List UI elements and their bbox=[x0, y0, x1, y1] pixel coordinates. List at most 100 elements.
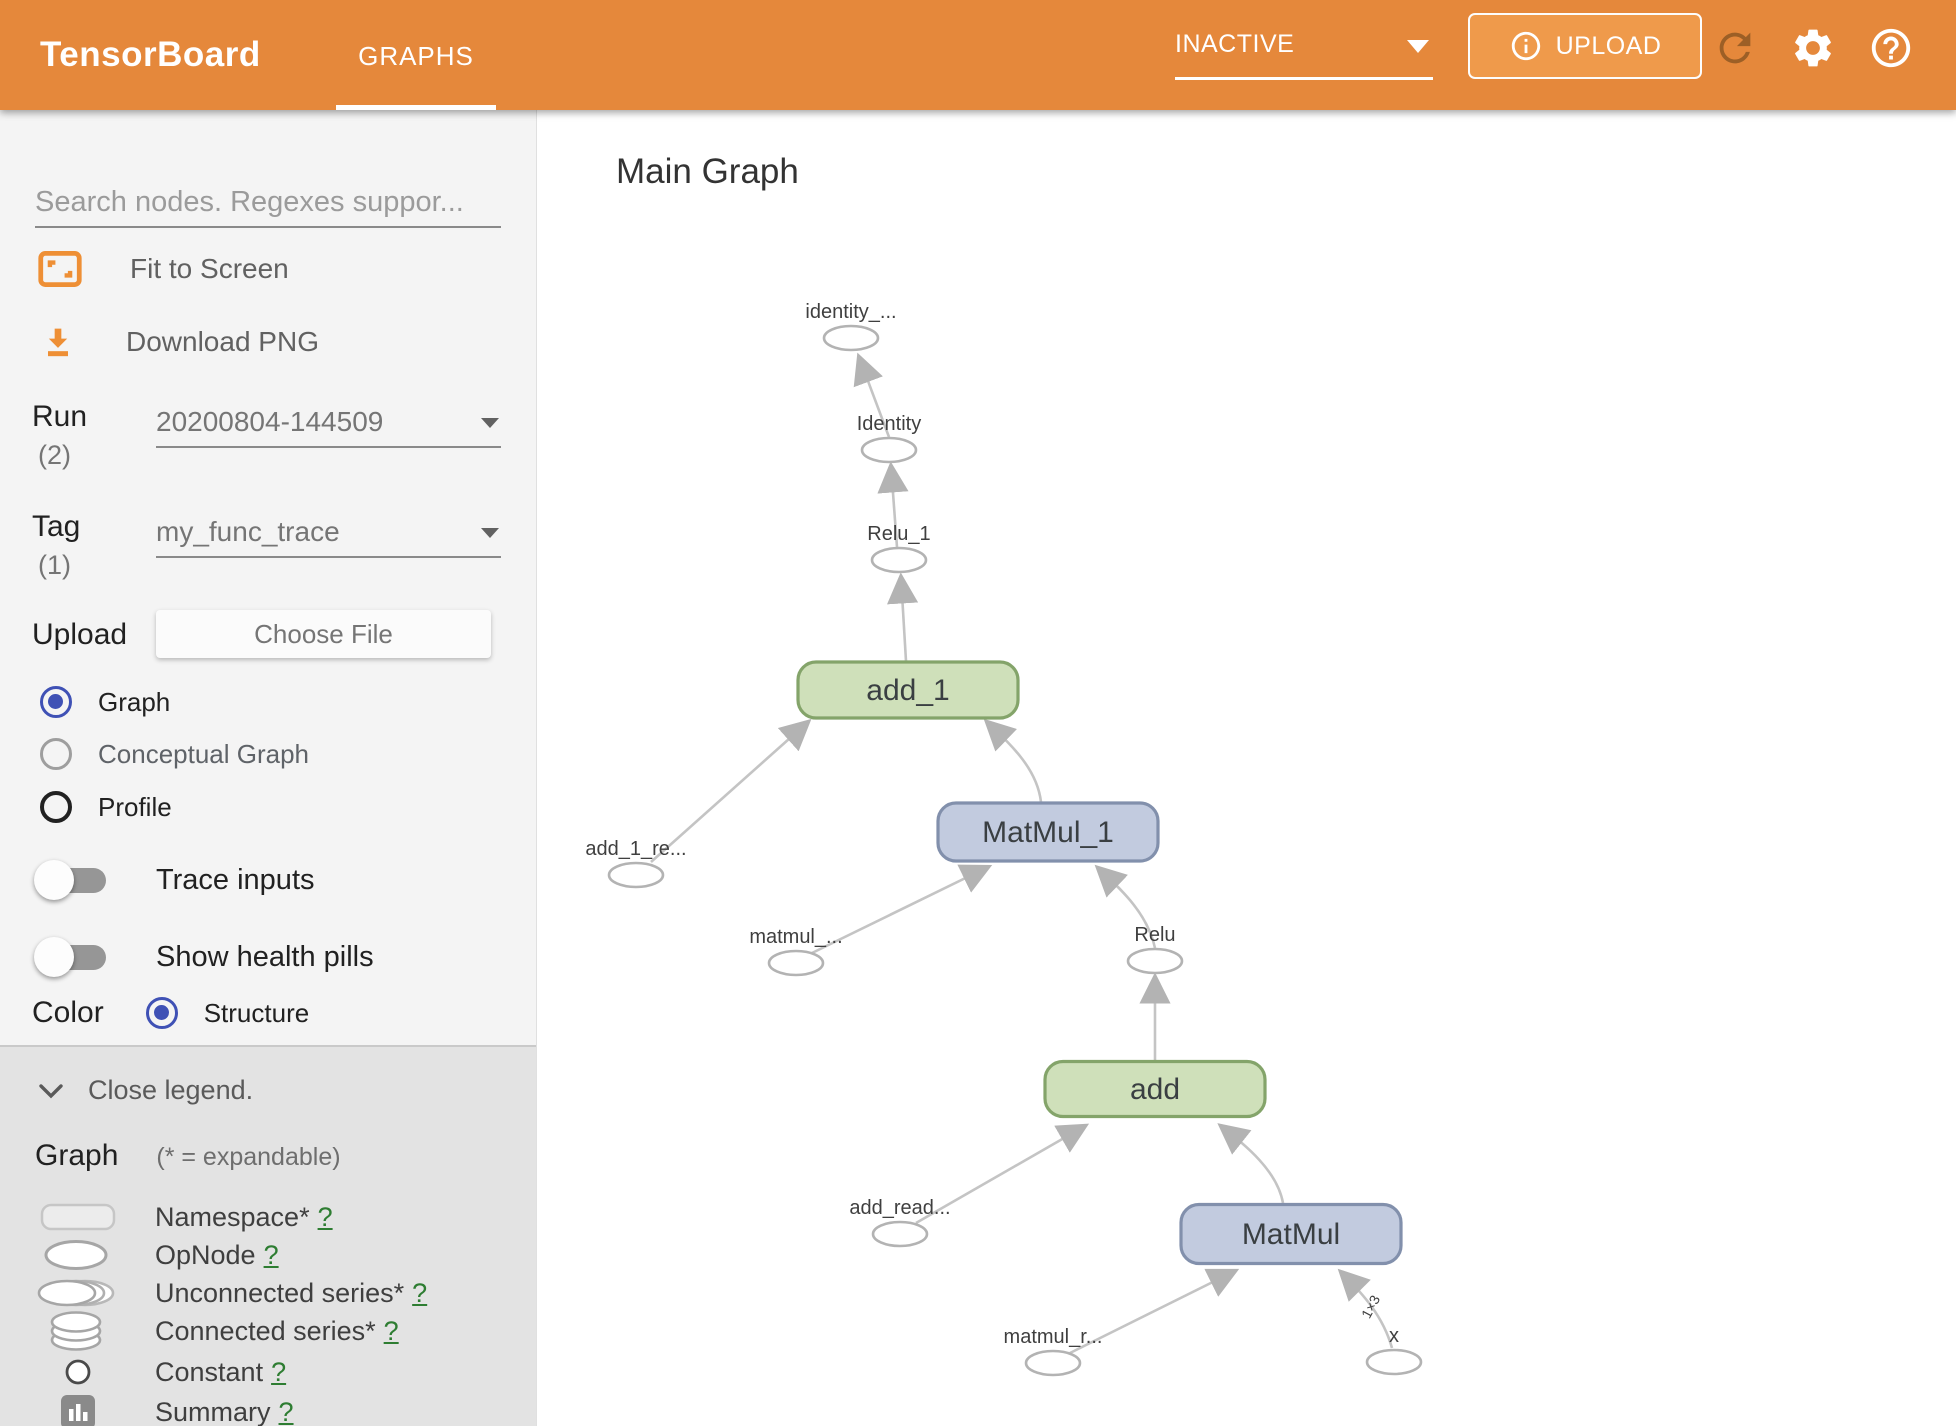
toggle-off-icon bbox=[34, 860, 110, 900]
graph-opnode-label: Identity bbox=[857, 413, 921, 435]
chevron-down-icon bbox=[38, 1083, 64, 1099]
trace-inputs-label: Trace inputs bbox=[156, 863, 315, 896]
trace-inputs-toggle[interactable]: Trace inputs bbox=[34, 860, 315, 900]
color-structure-label: Structure bbox=[203, 997, 310, 1028]
settings-gear-icon[interactable] bbox=[1790, 25, 1836, 71]
legend-label: Namespace* bbox=[155, 1202, 310, 1232]
graph-opnode-Identity[interactable]: Identity bbox=[857, 413, 921, 464]
legend-item-namespace: Namespace*? bbox=[0, 1197, 536, 1237]
legend-item-connected-series: Connected series*? bbox=[0, 1311, 536, 1351]
fit-to-screen-label: Fit to Screen bbox=[130, 253, 289, 284]
graph-edge-Identity-to-identity_out bbox=[853, 352, 891, 438]
legend-heading: Graph (* = expandable) bbox=[35, 1139, 341, 1173]
legend-item-unconnected-series: Unconnected series*? bbox=[0, 1273, 536, 1313]
graph-opnode-label: x bbox=[1389, 1325, 1399, 1347]
legend-label: Unconnected series* bbox=[155, 1278, 405, 1308]
radio-unselected-icon bbox=[40, 791, 72, 823]
header-bar: TensorBoard GRAPHS INACTIVE UPLOAD bbox=[0, 0, 1956, 110]
radio-selected-icon bbox=[40, 686, 72, 718]
tab-graphs[interactable]: GRAPHS bbox=[336, 0, 496, 110]
summary-swatch-icon bbox=[35, 1392, 120, 1426]
legend-label: Connected series* bbox=[155, 1316, 376, 1346]
graph-metanode-label: add_1 bbox=[866, 674, 949, 707]
download-png-button[interactable]: Download PNG bbox=[38, 322, 319, 362]
graph-opnode-add_read[interactable]: add_read... bbox=[849, 1197, 951, 1248]
graph-metanode-MatMul_1[interactable]: MatMul_1 bbox=[936, 801, 1160, 863]
status-dropdown[interactable]: INACTIVE bbox=[1175, 24, 1433, 80]
search-input[interactable] bbox=[35, 178, 501, 228]
legend-label: Constant bbox=[155, 1357, 264, 1387]
main-graph-svg: 1×3 identity_...IdentityRelu_1add_1_re..… bbox=[585, 301, 1423, 1377]
legend-label: OpNode bbox=[155, 1240, 256, 1270]
graph-opnode-label: add_1_re... bbox=[585, 838, 686, 860]
chevron-down-icon bbox=[481, 528, 499, 538]
close-legend-button[interactable]: Close legend. bbox=[38, 1075, 253, 1106]
color-row: Color Structure bbox=[32, 996, 309, 1030]
refresh-icon[interactable] bbox=[1712, 25, 1758, 71]
choose-file-button[interactable]: Choose File bbox=[156, 610, 491, 658]
help-link[interactable]: ? bbox=[383, 1316, 399, 1346]
graph-opnode-Relu[interactable]: Relu bbox=[1126, 924, 1184, 975]
graph-edge-Relu-to-MatMul_1 bbox=[1094, 864, 1157, 949]
legend-panel: Close legend. Graph (* = expandable) Nam… bbox=[0, 1045, 536, 1426]
graph-opnode-label: Relu_1 bbox=[867, 523, 930, 545]
graph-opnode-label: matmul_r... bbox=[1004, 1326, 1103, 1348]
help-link[interactable]: ? bbox=[263, 1240, 279, 1270]
run-field: Run (2) 20200804-144509 bbox=[32, 400, 501, 471]
legend-item-opnode: OpNode? bbox=[0, 1235, 536, 1275]
help-link[interactable]: ? bbox=[317, 1202, 333, 1232]
page-title: Main Graph bbox=[616, 152, 799, 191]
connected-series-swatch-icon bbox=[35, 1311, 120, 1351]
graph-edge-MatMul-to-add bbox=[1217, 1123, 1285, 1204]
color-label: Color bbox=[32, 996, 104, 1029]
status-dropdown-value: INACTIVE bbox=[1175, 30, 1295, 58]
graph-opnode-matmul_1_read[interactable]: matmul_... bbox=[749, 926, 843, 977]
upload-field: Upload Choose File bbox=[32, 610, 491, 658]
legend-heading-note: (* = expandable) bbox=[156, 1143, 341, 1171]
graph-edge-add_read-to-add bbox=[915, 1123, 1090, 1225]
graph-opnode-identity_out[interactable]: identity_... bbox=[805, 301, 897, 352]
graph-metanode-add_1[interactable]: add_1 bbox=[796, 660, 1020, 720]
graph-opnode-label: identity_... bbox=[805, 301, 896, 323]
chevron-down-icon bbox=[1407, 40, 1429, 53]
fit-to-screen-icon bbox=[38, 250, 82, 288]
graph-metanode-MatMul[interactable]: MatMul bbox=[1179, 1202, 1403, 1266]
graph-opnode-x[interactable]: x bbox=[1365, 1325, 1423, 1376]
search-field bbox=[35, 178, 501, 228]
help-link[interactable]: ? bbox=[271, 1357, 287, 1387]
graph-edge-matmul_read-to-MatMul bbox=[1069, 1268, 1240, 1355]
legend-heading-title: Graph bbox=[35, 1139, 119, 1172]
download-png-label: Download PNG bbox=[126, 326, 319, 357]
graph-edge-matmul_1_read-to-MatMul_1 bbox=[811, 864, 993, 955]
radio-graph[interactable]: Graph bbox=[40, 686, 170, 718]
help-link[interactable]: ? bbox=[412, 1278, 428, 1308]
run-dropdown[interactable]: 20200804-144509 bbox=[156, 402, 501, 448]
show-health-pills-toggle[interactable]: Show health pills bbox=[34, 937, 374, 977]
graph-opnode-label: matmul_... bbox=[749, 926, 842, 948]
radio-profile[interactable]: Profile bbox=[40, 791, 172, 823]
graph-opnode-matmul_read[interactable]: matmul_r... bbox=[1004, 1326, 1103, 1377]
tag-field: Tag (1) my_func_trace bbox=[32, 510, 501, 581]
radio-selected-icon[interactable] bbox=[145, 997, 178, 1029]
radio-conceptual-graph[interactable]: Conceptual Graph bbox=[40, 738, 309, 770]
app-logo: TensorBoard bbox=[40, 35, 261, 74]
tab-graphs-label: GRAPHS bbox=[358, 41, 474, 71]
upload-button[interactable]: UPLOAD bbox=[1468, 13, 1702, 79]
graph-metanode-add[interactable]: add bbox=[1043, 1059, 1267, 1119]
graph-opnode-add_1_read[interactable]: add_1_re... bbox=[585, 838, 687, 889]
upload-field-label: Upload bbox=[32, 618, 128, 651]
tag-dropdown[interactable]: my_func_trace bbox=[156, 512, 501, 558]
graph-opnode-Relu_1[interactable]: Relu_1 bbox=[867, 523, 931, 574]
tab-active-indicator bbox=[336, 105, 496, 110]
tag-dropdown-value: my_func_trace bbox=[156, 516, 340, 547]
help-link[interactable]: ? bbox=[278, 1397, 294, 1426]
legend-label: Summary bbox=[155, 1397, 271, 1426]
toggle-off-icon bbox=[34, 937, 110, 977]
help-icon[interactable] bbox=[1868, 25, 1914, 71]
fit-to-screen-button[interactable]: Fit to Screen bbox=[38, 250, 289, 288]
close-legend-label: Close legend. bbox=[88, 1075, 254, 1105]
graph-edge-MatMul_1-to-add_1 bbox=[983, 718, 1043, 803]
run-count: (2) bbox=[38, 440, 71, 470]
